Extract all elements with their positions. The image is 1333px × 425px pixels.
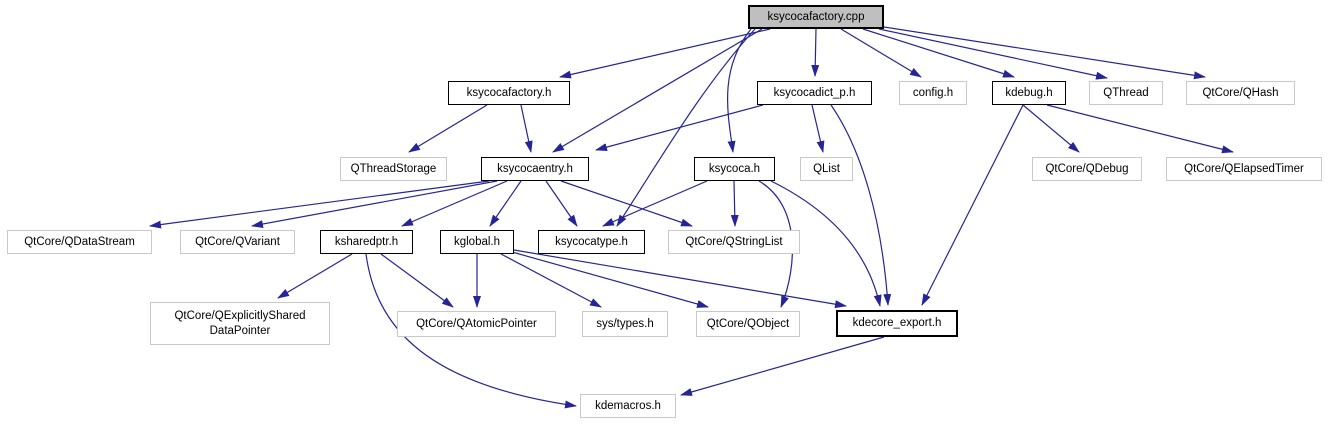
edge-entry-to-ksycocatype — [545, 180, 578, 227]
edge-root-to-factory-h — [559, 28, 771, 79]
node-ksycocatype[interactable]: ksycocatype.h — [538, 230, 645, 254]
edge-factory-h-to-qthreadstorage — [408, 104, 488, 153]
edge-entry-to-qdatastream — [149, 180, 490, 229]
edge-kglobal-to-qobject — [511, 251, 709, 308]
edge-dict-to-qlist — [811, 104, 825, 153]
edge-ksycoca-to-ksycocatype — [602, 180, 708, 227]
edge-entry-to-qstringlist — [560, 180, 693, 227]
node-kdebug[interactable]: kdebug.h — [992, 81, 1066, 105]
node-ksharedptr[interactable]: ksharedptr.h — [320, 230, 413, 254]
edge-ksharedptr-to-kdemacros — [365, 253, 577, 409]
node-qhash: QtCore/QHash — [1186, 81, 1295, 105]
node-config: config.h — [899, 81, 967, 105]
node-kdemacros: kdemacros.h — [580, 394, 676, 418]
edge-root-to-ksycocatype — [616, 28, 756, 227]
node-ksycoca[interactable]: ksycoca.h — [694, 157, 775, 181]
node-qdatastream: QtCore/QDataStream — [7, 230, 152, 254]
node-qelapsedtimer: QtCore/QElapsedTimer — [1166, 157, 1322, 181]
node-qexplicitly: QtCore/QExplicitlyShared DataPointer — [150, 302, 330, 345]
edge-ksycoca-to-qstringlist — [730, 180, 739, 227]
edge-ksharedptr-to-qexplicitly — [277, 253, 353, 299]
edge-root-to-dict — [811, 28, 820, 77]
edge-root-to-ksycoca — [727, 28, 752, 153]
node-kglobal[interactable]: kglobal.h — [440, 230, 514, 254]
node-root: ksycocafactory.cpp — [748, 5, 884, 29]
node-qdebug: QtCore/QDebug — [1032, 157, 1142, 181]
node-systypes: sys/types.h — [582, 311, 668, 337]
edge-factory-h-to-entry — [520, 104, 533, 153]
node-qstringlist: QtCore/QStringList — [668, 230, 800, 254]
node-entry[interactable]: ksycocaentry.h — [481, 157, 589, 181]
edge-root-to-qhash — [883, 26, 1206, 80]
node-qthread: QThread — [1089, 81, 1163, 105]
node-qobject: QtCore/QObject — [696, 311, 800, 337]
edge-kdebug-to-qdebug — [1022, 104, 1080, 153]
edge-root-to-kdebug — [862, 28, 1015, 78]
edge-kglobal-to-kdecore-export — [513, 249, 847, 309]
edge-root-to-config — [840, 28, 922, 78]
node-factory-h[interactable]: ksycocafactory.h — [448, 81, 570, 105]
edge-ksycoca-to-kdecore-export — [770, 180, 882, 307]
edge-kdebug-to-qelapsedtimer — [1046, 104, 1234, 154]
edge-entry-to-kglobal — [489, 180, 522, 227]
node-qatomicpointer: QtCore/QAtomicPointer — [397, 311, 556, 337]
edge-kdebug-to-kdecore-export — [921, 104, 1024, 306]
node-qvariant: QtCore/QVariant — [180, 230, 295, 254]
edge-dict-to-entry — [595, 104, 764, 152]
edge-kdecore-export-to-kdemacros — [680, 336, 885, 396]
edge-root-to-entry — [552, 28, 763, 153]
edge-dict-to-kdecore-export — [830, 104, 892, 306]
edge-ksharedptr-to-qatomicpointer — [380, 253, 454, 308]
node-qthreadstorage: QThreadStorage — [340, 157, 447, 181]
edge-kglobal-to-systypes — [500, 253, 602, 308]
node-kdecore-export[interactable]: kdecore_export.h — [836, 310, 958, 337]
node-dict[interactable]: ksycocadict_p.h — [757, 81, 872, 105]
edge-entry-to-ksharedptr — [401, 180, 508, 227]
node-qlist: QList — [800, 157, 853, 181]
edge-entry-to-qvariant — [251, 180, 498, 228]
edge-root-to-qthread — [878, 28, 1108, 80]
